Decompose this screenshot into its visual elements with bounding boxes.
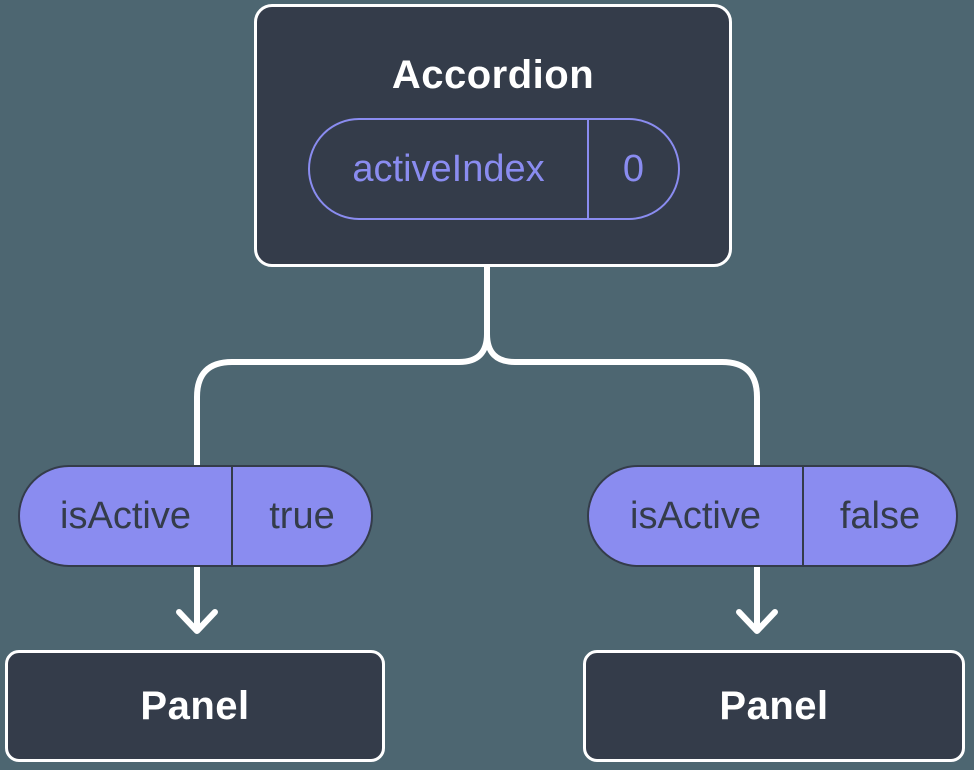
- down-arrowhead-right: [736, 609, 778, 634]
- component-title: Panel: [140, 683, 250, 728]
- component-node-panel-right: Panel: [583, 650, 965, 762]
- component-title: Panel: [719, 683, 829, 728]
- tree-link-right: [484, 264, 760, 628]
- state-pill: activeIndex 0: [308, 118, 680, 220]
- tree-link-left: [194, 264, 490, 628]
- state-pill-value: 0: [587, 120, 678, 218]
- prop-pill-label: isActive: [60, 494, 191, 537]
- prop-pill-isactive-left: isActive true: [18, 465, 373, 567]
- component-title: Accordion: [391, 53, 595, 97]
- state-pill-label: activeIndex: [352, 147, 545, 190]
- component-node-accordion: Accordion activeIndex 0: [254, 4, 732, 267]
- down-arrowhead-left: [176, 609, 218, 634]
- prop-pill-value: true: [231, 467, 371, 565]
- prop-pill-label: isActive: [630, 494, 761, 537]
- component-node-panel-left: Panel: [5, 650, 385, 762]
- prop-pill-isactive-right: isActive false: [587, 465, 958, 567]
- prop-pill-value: false: [802, 467, 956, 565]
